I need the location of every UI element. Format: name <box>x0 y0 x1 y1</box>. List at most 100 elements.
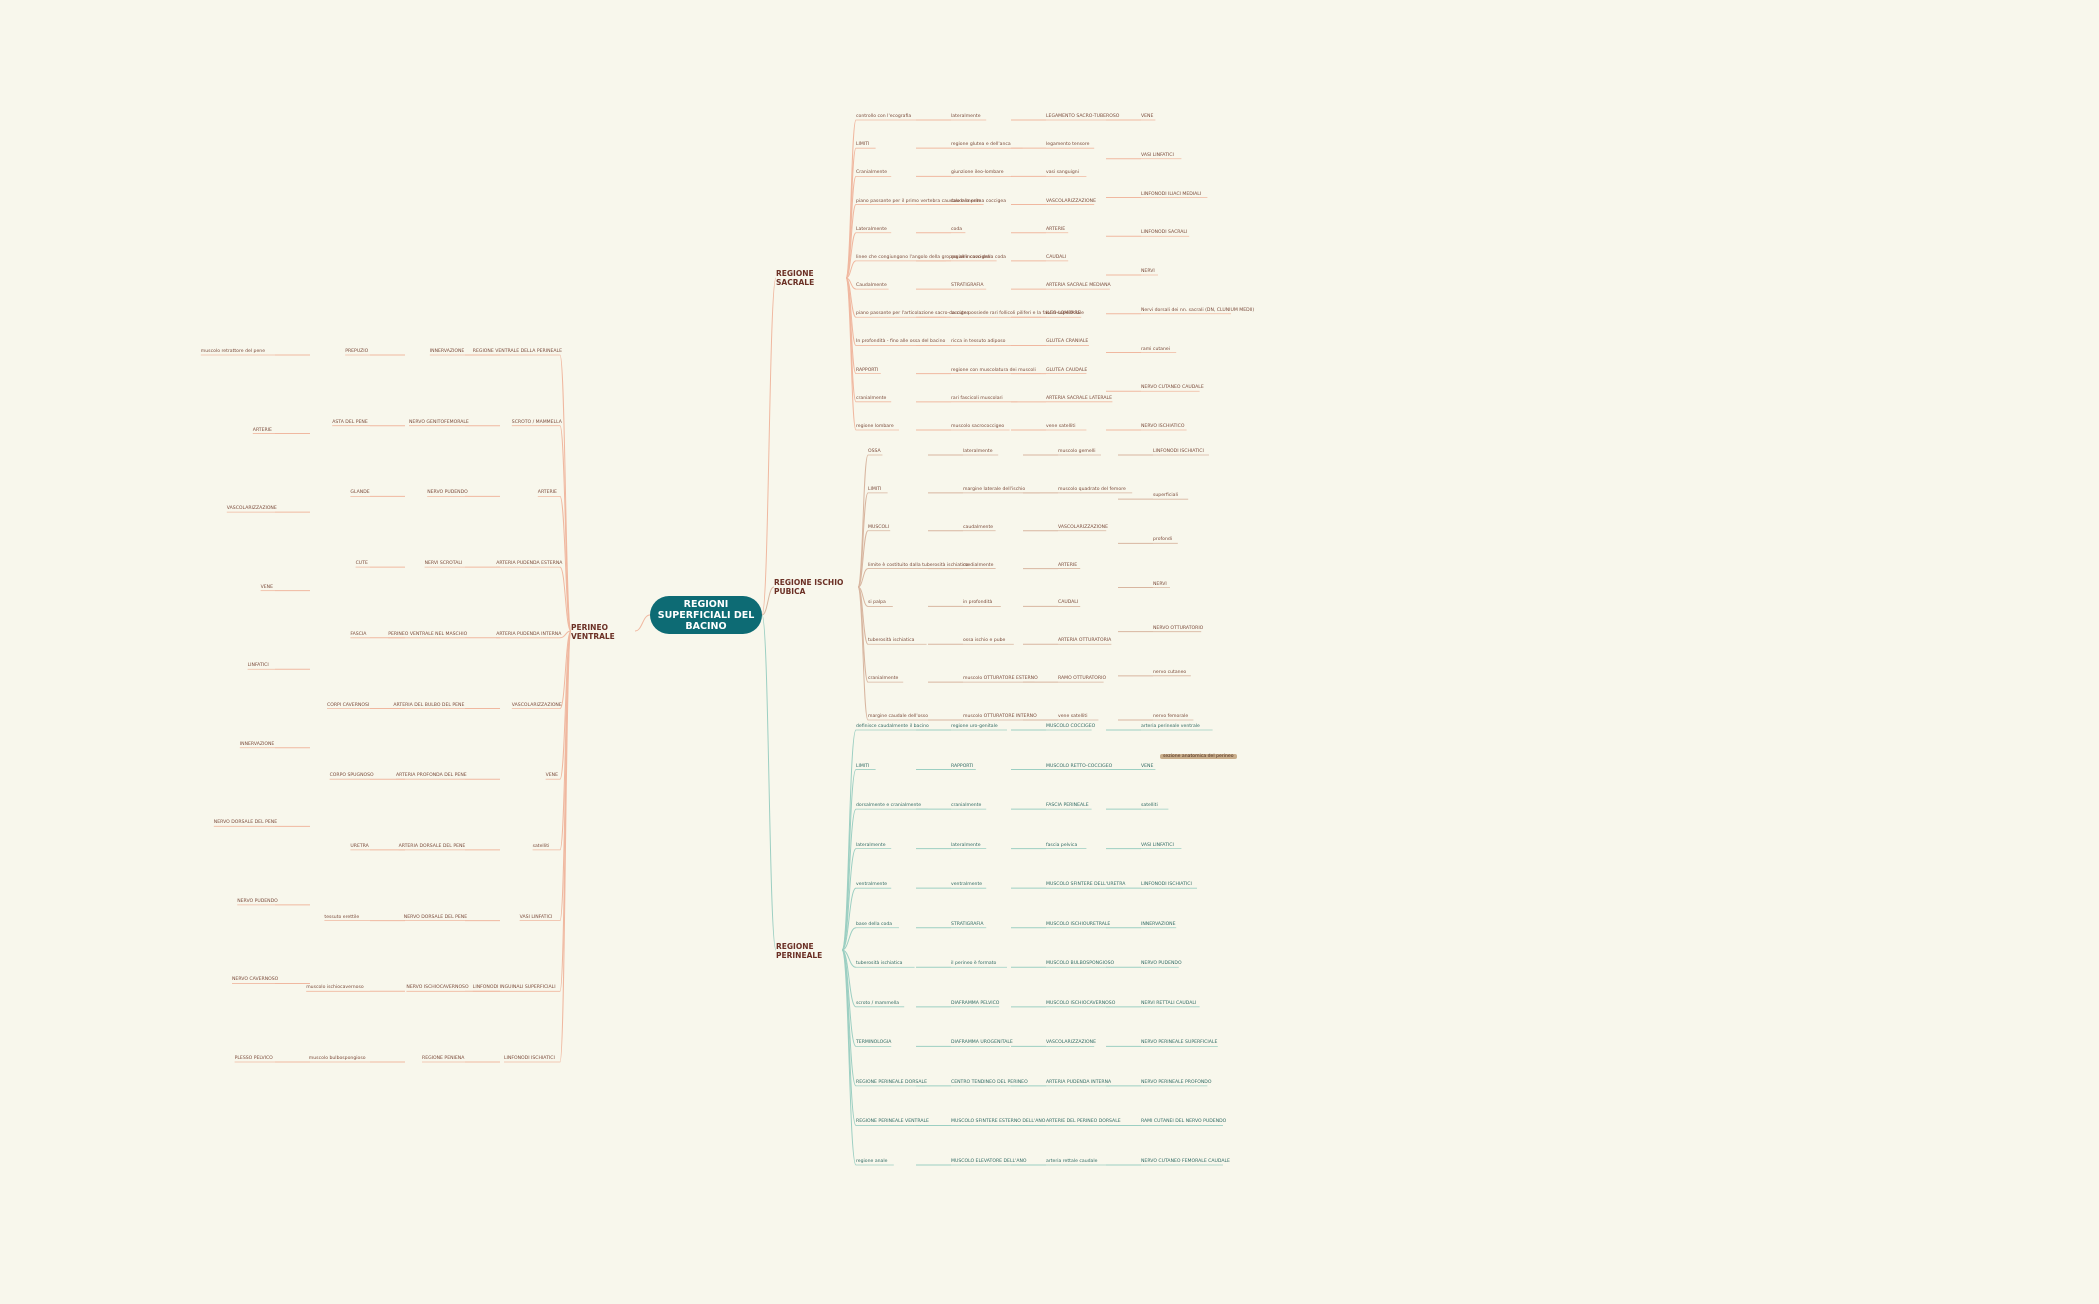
perineale-node[interactable]: NERVO PERINEALE SUPERFICIALE <box>1141 1040 1218 1046</box>
perineale-node[interactable]: ventralmente <box>856 882 888 888</box>
pubica-node[interactable]: muscolo OTTURATORE INTERNO <box>963 714 1037 719</box>
pubica-node[interactable]: CAUDALI <box>1058 600 1079 606</box>
sacrale-node[interactable]: vasi sanguigni <box>1046 170 1079 176</box>
pubica-node[interactable]: superficiali <box>1153 493 1178 499</box>
sacrale-node[interactable]: caudalmente <box>951 198 982 204</box>
pubica-node[interactable]: nervo cutaneo <box>1153 669 1187 675</box>
pubica-node[interactable]: ARTERIA OTTURATORIA <box>1058 638 1112 644</box>
ventrale-node[interactable]: PERINEO VENTRALE NEL MASCHIO <box>388 631 468 637</box>
ventrale-node[interactable]: INNERVAZIONE <box>239 741 275 747</box>
sacrale-node[interactable]: regione con muscolatura dei muscoli <box>951 367 1036 373</box>
perineale-node[interactable]: NERVO PUDENDO <box>1141 961 1182 967</box>
ventrale-node[interactable]: VASCOLARIZZAZIONE <box>226 506 277 512</box>
sacrale-node[interactable]: NERVO CUTANEO CAUDALE <box>1141 385 1204 391</box>
sacrale-node[interactable]: Lateralmente <box>856 226 887 232</box>
ventrale-node[interactable]: ARTERIA PROFONDA DEL PENE <box>396 773 467 779</box>
pubica-node[interactable]: caudalmente <box>963 524 994 530</box>
perineale-node[interactable]: REGIONE PERINEALE VENTRALE <box>856 1119 929 1125</box>
pubica-node[interactable]: ossa ischio e pube <box>963 638 1006 644</box>
branch-perineale[interactable]: REGIONE PERINEALE <box>776 941 823 960</box>
ventrale-node[interactable]: REGIONE VENTRALE DELLA PERINEALE <box>472 349 563 354</box>
branch-sacrale[interactable]: REGIONE SACRALE <box>776 268 815 287</box>
pubica-node[interactable]: ARTERIE <box>1058 562 1078 568</box>
perineale-node[interactable]: lateralmente <box>856 842 886 848</box>
ventrale-node[interactable]: NERVO GENITOFEMORALE <box>409 419 469 425</box>
ventrale-node[interactable]: REGIONE PENIENA <box>422 1056 465 1061</box>
pubica-node[interactable]: NERVO OTTURATORIO <box>1153 625 1204 631</box>
ventrale-node[interactable]: VASI LINFATICI <box>519 914 553 920</box>
ventrale-node[interactable]: ARTERIA DORSALE DEL PENE <box>398 843 466 849</box>
perineale-node[interactable]: ARTERIA PUDENDA INTERNA <box>1046 1079 1112 1085</box>
ventrale-node[interactable]: ASTA DEL PENE <box>332 419 368 425</box>
sacrale-node[interactable]: piano passante per l'articolazione sacro… <box>856 311 970 317</box>
sacrale-node[interactable]: LINFONODI ILIACI MEDIALI <box>1141 191 1202 197</box>
perineale-node[interactable]: MUSCOLO ISCHIOURETRALE <box>1046 921 1111 927</box>
sacrale-node[interactable]: ARTERIE <box>1046 226 1066 232</box>
ventrale-node[interactable]: CUTE <box>355 561 368 567</box>
ventrale-node[interactable]: LINFATICI <box>247 663 269 669</box>
perineale-node[interactable]: VENE <box>1141 763 1154 769</box>
ventrale-node[interactable]: INNERVAZIONE <box>429 349 465 354</box>
ventrale-node[interactable]: NERVO DORSALE DEL PENE <box>213 820 278 826</box>
sacrale-node[interactable]: regione coccigea <box>951 254 991 260</box>
pubica-node[interactable]: si palpa <box>868 600 886 606</box>
perineale-node[interactable]: RAPPORTI <box>951 763 974 769</box>
perineale-node[interactable]: scroto / mammella <box>856 1000 900 1006</box>
ventrale-node[interactable]: ARTERIA DEL BULBO DEL PENE <box>393 702 465 708</box>
ventrale-node[interactable]: NERVO ISCHIOCAVERNOSO <box>406 985 469 991</box>
ventrale-node[interactable]: NERVI SCROTALI <box>424 561 463 567</box>
sacrale-node[interactable]: GLUTEA CAUDALE <box>1046 367 1088 373</box>
ventrale-node[interactable]: PREPUZIO <box>345 349 369 354</box>
sacrale-node[interactable]: STRATIGRAFIA <box>951 283 984 289</box>
perineale-node[interactable]: FASCIA PERINEALE <box>1046 803 1089 809</box>
ventrale-node[interactable]: GLANDE <box>350 490 370 496</box>
ventrale-node[interactable]: satelliti <box>532 843 550 849</box>
sacrale-node[interactable]: lateralmente <box>951 114 981 119</box>
perineale-node[interactable]: tuberosità ischiatica <box>856 961 903 967</box>
ventrale-node[interactable]: NERVO PUDENDO <box>427 490 468 496</box>
ventrale-node[interactable]: tessuto erettile <box>324 914 360 920</box>
sacrale-node[interactable]: Nervi dorsali dei nn. sacrali (DN, CLUNI… <box>1141 307 1255 313</box>
perineale-node[interactable]: cranialmente <box>951 803 982 809</box>
sacrale-node[interactable]: giunzione ileo-lombare <box>951 170 1004 176</box>
sacrale-node[interactable]: muscolo sacrococcigeo <box>951 424 1005 429</box>
sacrale-node[interactable]: LINFONODI SACRALI <box>1141 230 1188 236</box>
sacrale-node[interactable]: NERVO ISCHIATICO <box>1141 424 1185 429</box>
sacrale-node[interactable]: coda <box>951 226 963 232</box>
root-node[interactable]: REGIONI SUPERFICIALI DEL BACINO <box>650 596 762 634</box>
ventrale-node[interactable]: muscolo retrattore del pene <box>200 349 266 354</box>
sacrale-node[interactable]: ricca in tessuto adiposo <box>951 339 1006 345</box>
perineale-node[interactable]: lateralmente <box>951 842 981 848</box>
sacrale-node[interactable]: piano passante per il primo vertebra cau… <box>856 198 1007 204</box>
perineale-node[interactable]: INNERVAZIONE <box>1141 921 1176 927</box>
pubica-node[interactable]: profondi <box>1153 537 1173 543</box>
pubica-node[interactable]: LIMITI <box>868 486 882 492</box>
ventrale-node[interactable]: NERVO CAVERNOSO <box>232 977 279 983</box>
ventrale-node[interactable]: ARTERIE <box>252 427 272 433</box>
pubica-node[interactable]: muscolo quadrato del femore <box>1058 486 1126 492</box>
perineale-node[interactable]: ARTERIE DEL PERINEO DORSALE <box>1046 1119 1121 1125</box>
perineale-node[interactable]: VASCOLARIZZAZIONE <box>1046 1040 1096 1046</box>
sacrale-node[interactable]: CAUDALI <box>1046 254 1067 260</box>
pubica-node[interactable]: margine caudale dell'osso <box>868 714 928 719</box>
perineale-node[interactable]: MUSCOLO SFINTERE DELL'URETRA <box>1046 882 1126 888</box>
perineale-node[interactable]: NERVO CUTANEO FEMORALE CAUDALE <box>1141 1159 1230 1164</box>
ventrale-node[interactable]: LINFONODI ISCHIATICI <box>504 1056 555 1061</box>
pubica-node[interactable]: vene satelliti <box>1058 714 1088 719</box>
sacrale-node[interactable]: LEGAMENTO SACRO-TUBEROSO <box>1046 114 1120 119</box>
pubica-node[interactable]: muscolo OTTURATORE ESTERNO <box>963 676 1038 682</box>
sacrale-node[interactable]: linee che congiungono l'angolo della gro… <box>856 254 1006 260</box>
perineale-node[interactable]: LINFONODI ISCHIATICI <box>1141 882 1192 888</box>
sacrale-node[interactable]: ARTERIA SACRALE LATERALE <box>1046 395 1112 401</box>
pubica-node[interactable]: cranialmente <box>868 676 899 682</box>
sacrale-node[interactable]: VASCOLARIZZAZIONE <box>1046 198 1096 204</box>
ventrale-node[interactable]: CORPO SPUGNOSO <box>329 773 374 779</box>
perineale-node[interactable]: definisce caudalmente il bacino <box>856 724 929 729</box>
perineale-node[interactable]: dorsalmente e cranialmente <box>856 803 922 809</box>
sacrale-node[interactable]: Caudalmente <box>856 283 887 289</box>
ventrale-node[interactable]: NERVO DORSALE DEL PENE <box>403 914 468 920</box>
sacrale-node[interactable]: legamento tensore <box>1046 142 1090 148</box>
sacrale-node[interactable]: GLUTEA CRANIALE <box>1046 339 1089 345</box>
ventrale-node[interactable]: muscolo bulbospongioso <box>308 1056 366 1061</box>
sacrale-node[interactable]: vene satelliti <box>1046 424 1076 429</box>
